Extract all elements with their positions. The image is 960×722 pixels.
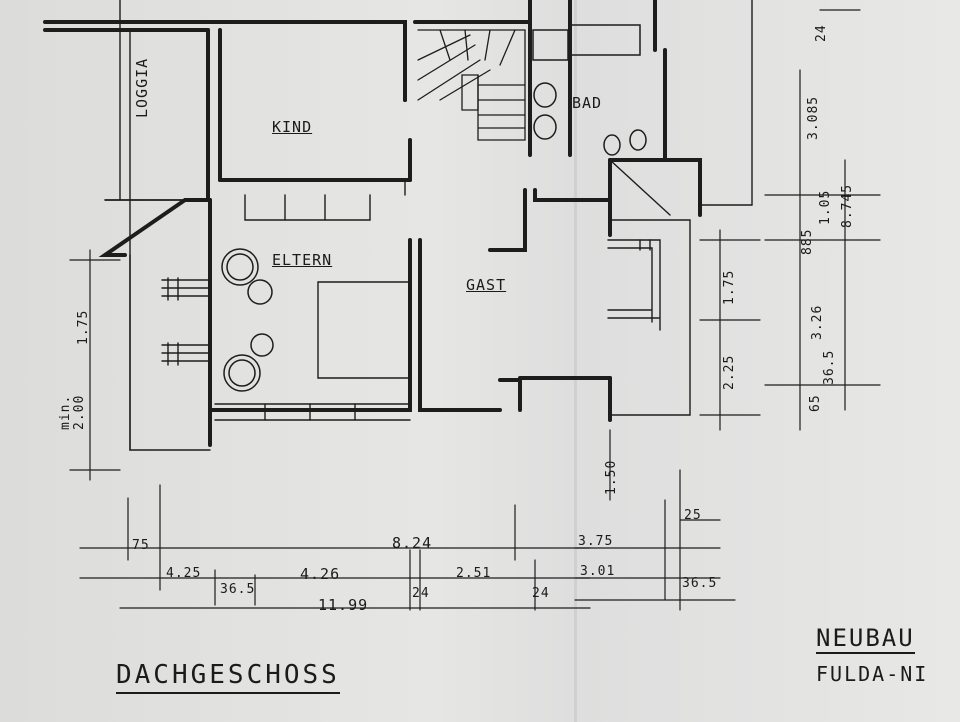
- room-label-gast: GAST: [466, 276, 507, 294]
- room-label-eltern: ELTERN: [272, 251, 333, 269]
- dim-mid-225: 2.25: [722, 354, 737, 390]
- room-label-bad: BAD: [572, 94, 603, 112]
- dim-65: 65: [808, 394, 823, 412]
- dim-bottom-75: 75: [132, 538, 150, 553]
- staircase: [417, 29, 526, 141]
- dim-left-200: 2.00: [72, 394, 87, 430]
- room-label-kind: KIND: [272, 118, 313, 136]
- dim-3085: 3.085: [806, 95, 821, 140]
- dimension-lines: [69, 9, 881, 611]
- dim-105: 1.05: [818, 189, 833, 225]
- dim-bottom-24b: 24: [532, 586, 550, 601]
- dim-bottom-301: 3.01: [580, 564, 616, 579]
- dim-885: 885: [800, 228, 815, 255]
- windows: [161, 239, 661, 421]
- project-name-line2: FULDA-NI: [816, 662, 929, 686]
- thin-lines: [104, 0, 753, 451]
- sanitary-fixtures: [532, 24, 647, 156]
- project-name-line1: NEUBAU: [816, 624, 915, 654]
- dim-bottom-426: 4.26: [300, 565, 341, 583]
- dim-left-min: min.: [58, 394, 73, 430]
- room-label-loggia: LOGGIA: [133, 57, 151, 118]
- dim-bottom-25: 25: [684, 508, 702, 523]
- dim-bottom-251: 2.51: [456, 566, 492, 581]
- dim-bottom-1199: 11.99: [318, 596, 369, 614]
- dim-left-175: 1.75: [76, 309, 91, 345]
- drawing-title: DACHGESCHOSS: [116, 660, 340, 694]
- dim-bottom-365a: 36.5: [220, 582, 256, 597]
- dim-8745: 8.745: [840, 183, 855, 228]
- paper-fold: [574, 0, 577, 722]
- dim-365: 36.5: [822, 349, 837, 385]
- dim-326: 3.26: [810, 304, 825, 340]
- dim-bottom-824: 8.24: [392, 534, 433, 552]
- dim-bottom-375: 3.75: [578, 534, 614, 549]
- dim-mid-150: 1.50: [604, 459, 619, 495]
- circle-symbols: [221, 248, 274, 392]
- dim-top-right: 24: [814, 24, 829, 42]
- dim-bottom-425: 4.25: [166, 566, 202, 581]
- dim-mid-175: 1.75: [722, 269, 737, 305]
- dim-bottom-24a: 24: [412, 586, 430, 601]
- dim-bottom-365b: 36.5: [682, 576, 718, 591]
